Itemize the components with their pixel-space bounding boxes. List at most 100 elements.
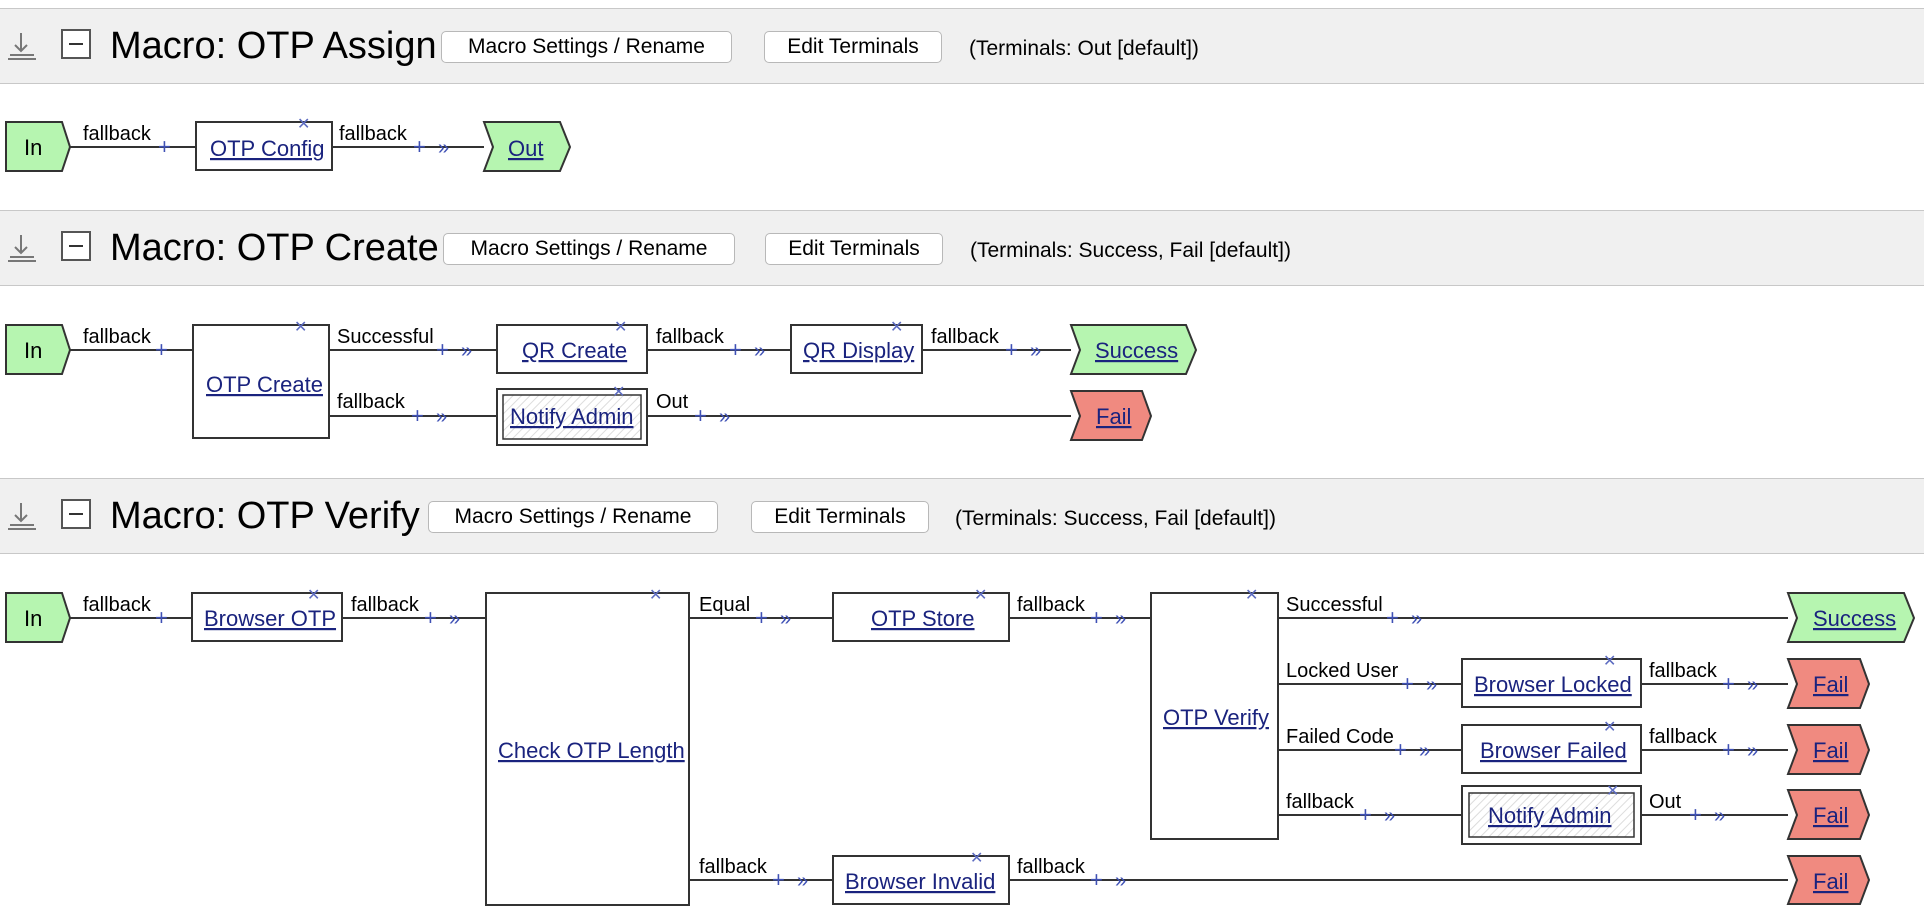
- edge-label: Out: [656, 391, 689, 413]
- add-step-icon[interactable]: +: [1359, 802, 1372, 827]
- terminal-fail[interactable]: Fail: [1786, 855, 1871, 905]
- terminal-link[interactable]: Out: [508, 136, 543, 161]
- terminal-link[interactable]: Fail: [1813, 672, 1848, 697]
- add-step-icon[interactable]: +: [158, 134, 171, 159]
- add-step-icon[interactable]: +: [772, 867, 785, 892]
- in-terminal: In: [5, 592, 72, 643]
- remove-node-icon[interactable]: ✕: [612, 384, 625, 401]
- node-link[interactable]: Browser OTP: [204, 606, 336, 631]
- node-notify-admin[interactable]: Notify Admin ✕: [496, 384, 648, 446]
- terminal-link[interactable]: Fail: [1813, 738, 1848, 763]
- node-link[interactable]: Browser Failed: [1480, 738, 1627, 763]
- terminal-fail[interactable]: Fail: [1069, 390, 1153, 441]
- remove-node-icon[interactable]: ✕: [970, 850, 983, 867]
- node-link[interactable]: OTP Store: [871, 606, 975, 631]
- collapse-icon[interactable]: [61, 231, 91, 261]
- route-arrow-icon: »: [1714, 805, 1725, 827]
- node-link[interactable]: QR Display: [803, 338, 914, 363]
- node-link[interactable]: Notify Admin: [1488, 803, 1612, 828]
- terminal-link[interactable]: Success: [1095, 338, 1178, 363]
- add-step-icon[interactable]: +: [155, 337, 168, 362]
- macro-settings-button[interactable]: Macro Settings / Rename: [443, 233, 735, 265]
- node-link[interactable]: Browser Invalid: [845, 869, 995, 894]
- node-link[interactable]: OTP Config: [210, 136, 325, 161]
- add-step-icon[interactable]: +: [411, 403, 424, 428]
- node-browser-locked[interactable]: Browser Locked ✕: [1461, 653, 1642, 708]
- move-macro-icon[interactable]: [4, 231, 38, 265]
- edge-label: Successful: [1286, 594, 1383, 616]
- add-step-icon[interactable]: +: [1401, 671, 1414, 696]
- node-otp-verify[interactable]: OTP Verify ✕: [1150, 587, 1279, 840]
- terminal-link[interactable]: Fail: [1813, 869, 1848, 894]
- add-step-icon[interactable]: +: [755, 605, 768, 630]
- node-notify-admin[interactable]: Notify Admin ✕: [1461, 783, 1642, 845]
- add-step-icon[interactable]: +: [1722, 737, 1735, 762]
- remove-node-icon[interactable]: ✕: [649, 587, 662, 604]
- in-terminal: In: [5, 121, 72, 172]
- add-step-icon[interactable]: +: [729, 337, 742, 362]
- node-link[interactable]: OTP Verify: [1163, 705, 1269, 730]
- node-otp-create[interactable]: OTP Create ✕: [192, 319, 330, 439]
- terminal-fail[interactable]: Fail: [1786, 789, 1871, 840]
- move-macro-icon[interactable]: [4, 499, 38, 533]
- edit-terminals-button[interactable]: Edit Terminals: [751, 501, 929, 533]
- add-step-icon[interactable]: +: [694, 403, 707, 428]
- node-link[interactable]: Check OTP Length: [498, 738, 685, 763]
- edit-terminals-button[interactable]: Edit Terminals: [765, 233, 943, 265]
- macro-settings-button[interactable]: Macro Settings / Rename: [428, 501, 718, 533]
- node-check-otp-length[interactable]: Check OTP Length ✕: [485, 587, 690, 906]
- remove-node-icon[interactable]: ✕: [297, 116, 310, 133]
- remove-node-icon[interactable]: ✕: [614, 319, 627, 336]
- terminal-link[interactable]: Fail: [1096, 404, 1131, 429]
- collapse-icon[interactable]: [61, 29, 91, 59]
- edge-label: fallback: [351, 594, 420, 616]
- node-browser-otp[interactable]: Browser OTP ✕: [191, 587, 343, 642]
- edge-label: fallback: [83, 326, 152, 348]
- remove-node-icon[interactable]: ✕: [1606, 783, 1619, 800]
- add-step-icon[interactable]: +: [1005, 337, 1018, 362]
- add-step-icon[interactable]: +: [1386, 605, 1399, 630]
- node-link[interactable]: Notify Admin: [510, 404, 634, 429]
- node-otp-store[interactable]: OTP Store ✕: [832, 587, 1010, 642]
- node-browser-invalid[interactable]: Browser Invalid ✕: [832, 850, 1010, 905]
- add-step-icon[interactable]: +: [1689, 802, 1702, 827]
- node-otp-config[interactable]: OTP Config ✕: [195, 116, 333, 171]
- move-macro-icon[interactable]: [4, 29, 38, 63]
- terminal-out[interactable]: Out: [482, 121, 572, 172]
- in-label: In: [24, 338, 42, 363]
- collapse-icon[interactable]: [61, 499, 91, 529]
- macro-title: Macro: OTP Assign: [110, 25, 437, 67]
- terminal-fail[interactable]: Fail: [1786, 658, 1871, 709]
- edge-label: fallback: [337, 391, 406, 413]
- remove-node-icon[interactable]: ✕: [294, 319, 307, 336]
- node-qr-create[interactable]: QR Create ✕: [496, 319, 648, 374]
- node-link[interactable]: QR Create: [522, 338, 627, 363]
- remove-node-icon[interactable]: ✕: [1603, 719, 1616, 736]
- terminal-fail[interactable]: Fail: [1786, 724, 1871, 775]
- add-step-icon[interactable]: +: [424, 605, 437, 630]
- macro-title: Macro: OTP Verify: [110, 495, 420, 537]
- node-browser-failed[interactable]: Browser Failed ✕: [1461, 719, 1642, 774]
- remove-node-icon[interactable]: ✕: [974, 587, 987, 604]
- terminal-success[interactable]: Success: [1786, 592, 1916, 643]
- node-link[interactable]: OTP Create: [206, 372, 323, 397]
- terminal-success[interactable]: Success: [1069, 324, 1198, 375]
- edit-terminals-button[interactable]: Edit Terminals: [764, 31, 942, 63]
- node-qr-display[interactable]: QR Display ✕: [790, 319, 923, 374]
- macro-settings-button[interactable]: Macro Settings / Rename: [441, 31, 732, 63]
- add-step-icon[interactable]: +: [1090, 605, 1103, 630]
- terminal-link[interactable]: Fail: [1813, 803, 1848, 828]
- add-step-icon[interactable]: +: [155, 605, 168, 630]
- terminal-link[interactable]: Success: [1813, 606, 1896, 631]
- add-step-icon[interactable]: +: [1394, 737, 1407, 762]
- add-step-icon[interactable]: +: [436, 337, 449, 362]
- add-step-icon[interactable]: +: [413, 134, 426, 159]
- remove-node-icon[interactable]: ✕: [307, 587, 320, 604]
- node-link[interactable]: Browser Locked: [1474, 672, 1632, 697]
- remove-node-icon[interactable]: ✕: [1245, 587, 1258, 604]
- remove-node-icon[interactable]: ✕: [1603, 653, 1616, 670]
- add-step-icon[interactable]: +: [1090, 867, 1103, 892]
- edge-label: fallback: [931, 326, 1000, 348]
- remove-node-icon[interactable]: ✕: [890, 319, 903, 336]
- add-step-icon[interactable]: +: [1722, 671, 1735, 696]
